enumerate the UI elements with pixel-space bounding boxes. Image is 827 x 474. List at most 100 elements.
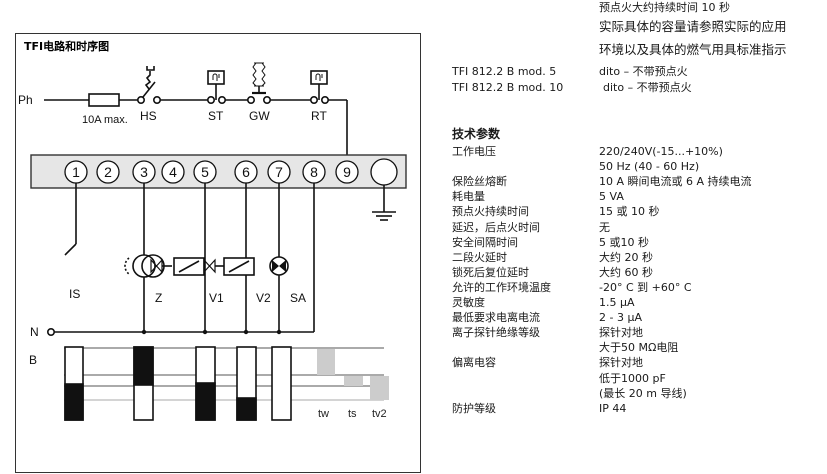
intro-line: 预点火大约持续时间 10 秒 (599, 1, 730, 14)
terminal-label: 4 (169, 164, 177, 180)
spec-value: 探针对地 (599, 356, 643, 370)
terminal-label: 9 (343, 164, 351, 180)
terminal-9 (335, 160, 359, 184)
spec-row: 工作电压 220/240V(-15...+10%) (452, 144, 827, 159)
spec-row: 大于50 MΩ电阻 (452, 340, 827, 355)
hs-contact-left (137, 95, 146, 104)
spec-row: 延迟，后点火时间 无 (452, 220, 827, 235)
spec-value: 5 VA (599, 190, 624, 204)
model-row: TFI 812.2 B mod. 5 dito – 不带预点火 (452, 64, 827, 79)
label-n: N (30, 325, 39, 339)
terminal-label: 6 (242, 164, 250, 180)
label-st: ST (208, 109, 224, 123)
timing-tv2 (370, 376, 389, 400)
timing-tw (317, 349, 335, 375)
terminal-label: 8 (310, 164, 318, 180)
spec-key: 二段火延时 (452, 250, 507, 264)
circuit-diagram: 1 2 3 4 5 6 7 8 9 (18, 62, 407, 421)
intro-line: 环境以及具体的燃气用具标准指示 (599, 42, 787, 57)
terminal-label: 2 (104, 164, 112, 180)
spec-value: 220/240V(-15...+10%) (599, 145, 723, 158)
spec-row: 低于1000 pF (452, 371, 827, 386)
spec-key: 灵敏度 (452, 296, 485, 309)
spec-key: 延迟，后点火时间 (452, 220, 540, 234)
spec-value: 大约 20 秒 (599, 250, 653, 264)
spec-row: 锁死后复位延时 大约 60 秒 (452, 265, 827, 280)
spec-key: 预点火持续时间 (452, 205, 529, 219)
circuit-diagram-panel: TFI电路和时序图 (15, 33, 421, 473)
spec-value: (最长 20 m 导线) (599, 386, 687, 400)
spec-row: 二段火延时 大约 20 秒 (452, 250, 827, 265)
spec-key: 耗电量 (452, 190, 485, 204)
timing-ts (344, 376, 363, 386)
spec-value: 低于1000 pF (599, 371, 666, 385)
model-desc: dito – 不带预点火 (599, 65, 688, 78)
hs-switch-blade (142, 81, 156, 98)
spec-row: 保险丝熔断 10 A 瞬间电流或 6 A 持续电流 (452, 174, 827, 189)
spec-value: -20° C 到 +60° C (599, 280, 692, 294)
label-rt: RT (311, 109, 327, 123)
spec-key: 保险丝熔断 (452, 175, 507, 189)
spec-key: 安全间隔时间 (452, 235, 518, 249)
label-ts: ts (348, 408, 357, 420)
spec-value: 大约 60 秒 (599, 265, 653, 279)
diagram-title: TFI电路和时序图 (24, 40, 110, 53)
model-desc: dito – 不带预点火 (603, 81, 692, 94)
label-v2: V2 (256, 291, 271, 305)
rt-thermostat-box (310, 70, 328, 85)
model-name: TFI 812.2 B mod. 5 (452, 65, 557, 78)
label-z: Z (155, 291, 162, 305)
spec-key: 工作电压 (452, 145, 496, 158)
gw-pressure-bellows (252, 62, 266, 87)
spec-value: 无 (599, 220, 610, 234)
terminal-label: 7 (275, 164, 283, 180)
spec-value: 2 - 3 µA (599, 311, 642, 325)
fuse-symbol (88, 93, 120, 107)
spec-row: 离子探针绝缘等级探针对地 (452, 325, 827, 340)
model-name: TFI 812.2 B mod. 10 (452, 81, 564, 94)
spec-row: 偏离电容 探针对地 (452, 355, 827, 370)
hs-contact-right (153, 95, 162, 104)
terminal-2 (96, 160, 120, 184)
spec-value: 15 或 10 秒 (599, 205, 660, 219)
label-ph: Ph (18, 93, 33, 107)
label-gw: GW (249, 109, 270, 123)
label-v1: V1 (209, 291, 224, 305)
is-ionisation-probe (64, 243, 77, 256)
model-row: TFI 812.2 B mod. 10 dito – 不带预点火 (452, 80, 827, 95)
spec-key: 锁死后复位延时 (452, 265, 529, 279)
spec-row: (最长 20 m 导线) (452, 386, 827, 401)
spec-row: 耗电量 5 VA (452, 189, 827, 204)
terminal-label: 3 (140, 164, 148, 180)
label-b: B (29, 353, 37, 367)
spec-value: IP 44 (599, 401, 627, 415)
label-fuse: 10A max. (82, 114, 128, 126)
spec-key: 允许的工作环境温度 (452, 280, 551, 294)
timing-bar-5 (271, 346, 292, 421)
spec-row: 允许的工作环境温度 -20° C 到 +60° C (452, 280, 827, 295)
spec-value: 50 Hz (40 - 60 Hz) (599, 160, 700, 174)
spec-row: 50 Hz (40 - 60 Hz) (452, 159, 827, 174)
spec-key: 最低要求电离电流 (452, 311, 540, 325)
label-hs: HS (140, 109, 157, 123)
terminal-earth (370, 158, 398, 186)
ignition-transformer (132, 254, 156, 278)
spec-row: 预点火持续时间 15 或 10 秒 (452, 204, 827, 219)
label-tw: tw (318, 408, 329, 420)
timing-gray-bars (317, 349, 389, 400)
spec-value: 探针对地 (599, 326, 643, 340)
spec-value: 大于50 MΩ电阻 (599, 341, 679, 355)
terminal-4 (161, 160, 185, 184)
st-thermostat-box (207, 70, 225, 85)
spec-value: 10 A 瞬间电流或 6 A 持续电流 (599, 175, 752, 189)
label-sa: SA (290, 291, 306, 305)
label-is: IS (69, 287, 80, 301)
spec-row: 最低要求电离电流 2 - 3 µA (452, 310, 827, 325)
specs-title: 技术参数 (452, 127, 501, 141)
terminal-label: 5 (201, 164, 209, 180)
spec-key: 偏离电容 (452, 356, 496, 370)
terminal-label: 1 (72, 164, 80, 180)
